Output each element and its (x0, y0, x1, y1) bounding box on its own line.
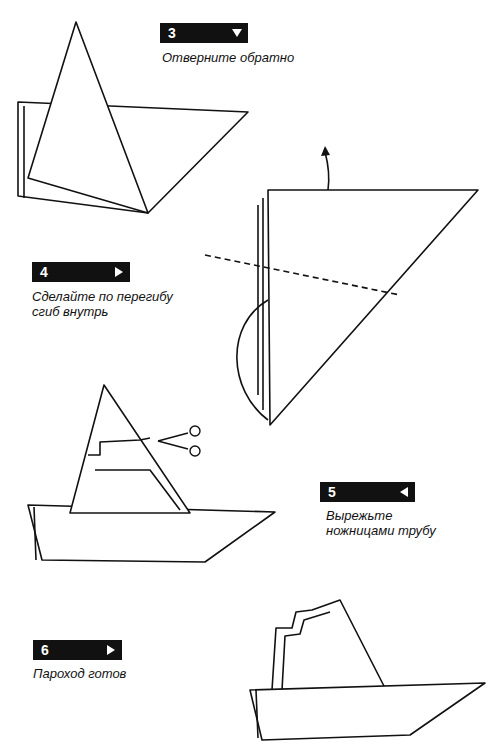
step-number: 3 (160, 23, 176, 43)
step-bar: 4 (32, 262, 130, 282)
step-caption: Отверните обратно (162, 50, 362, 65)
step-caption: Вырежьте ножницами трубу (326, 508, 444, 538)
step-bar: 5 (320, 482, 415, 502)
boat-before-cut-figure (28, 385, 275, 562)
step-number: 5 (320, 482, 336, 502)
direction-triangle (399, 487, 409, 497)
inside-fold-figure (205, 146, 478, 425)
direction-triangle (232, 28, 242, 38)
direction-triangle (106, 645, 116, 655)
step-caption: Сделайте по перегибу сгиб внутрь (32, 289, 182, 319)
direction-triangle (114, 267, 124, 277)
step-number: 4 (32, 262, 48, 282)
step-bar: 6 (33, 640, 122, 660)
step-bar: 3 (160, 23, 248, 43)
step-number: 6 (33, 640, 49, 660)
step-caption: Пароход готов (33, 666, 193, 681)
finished-steamer-figure (250, 600, 485, 740)
